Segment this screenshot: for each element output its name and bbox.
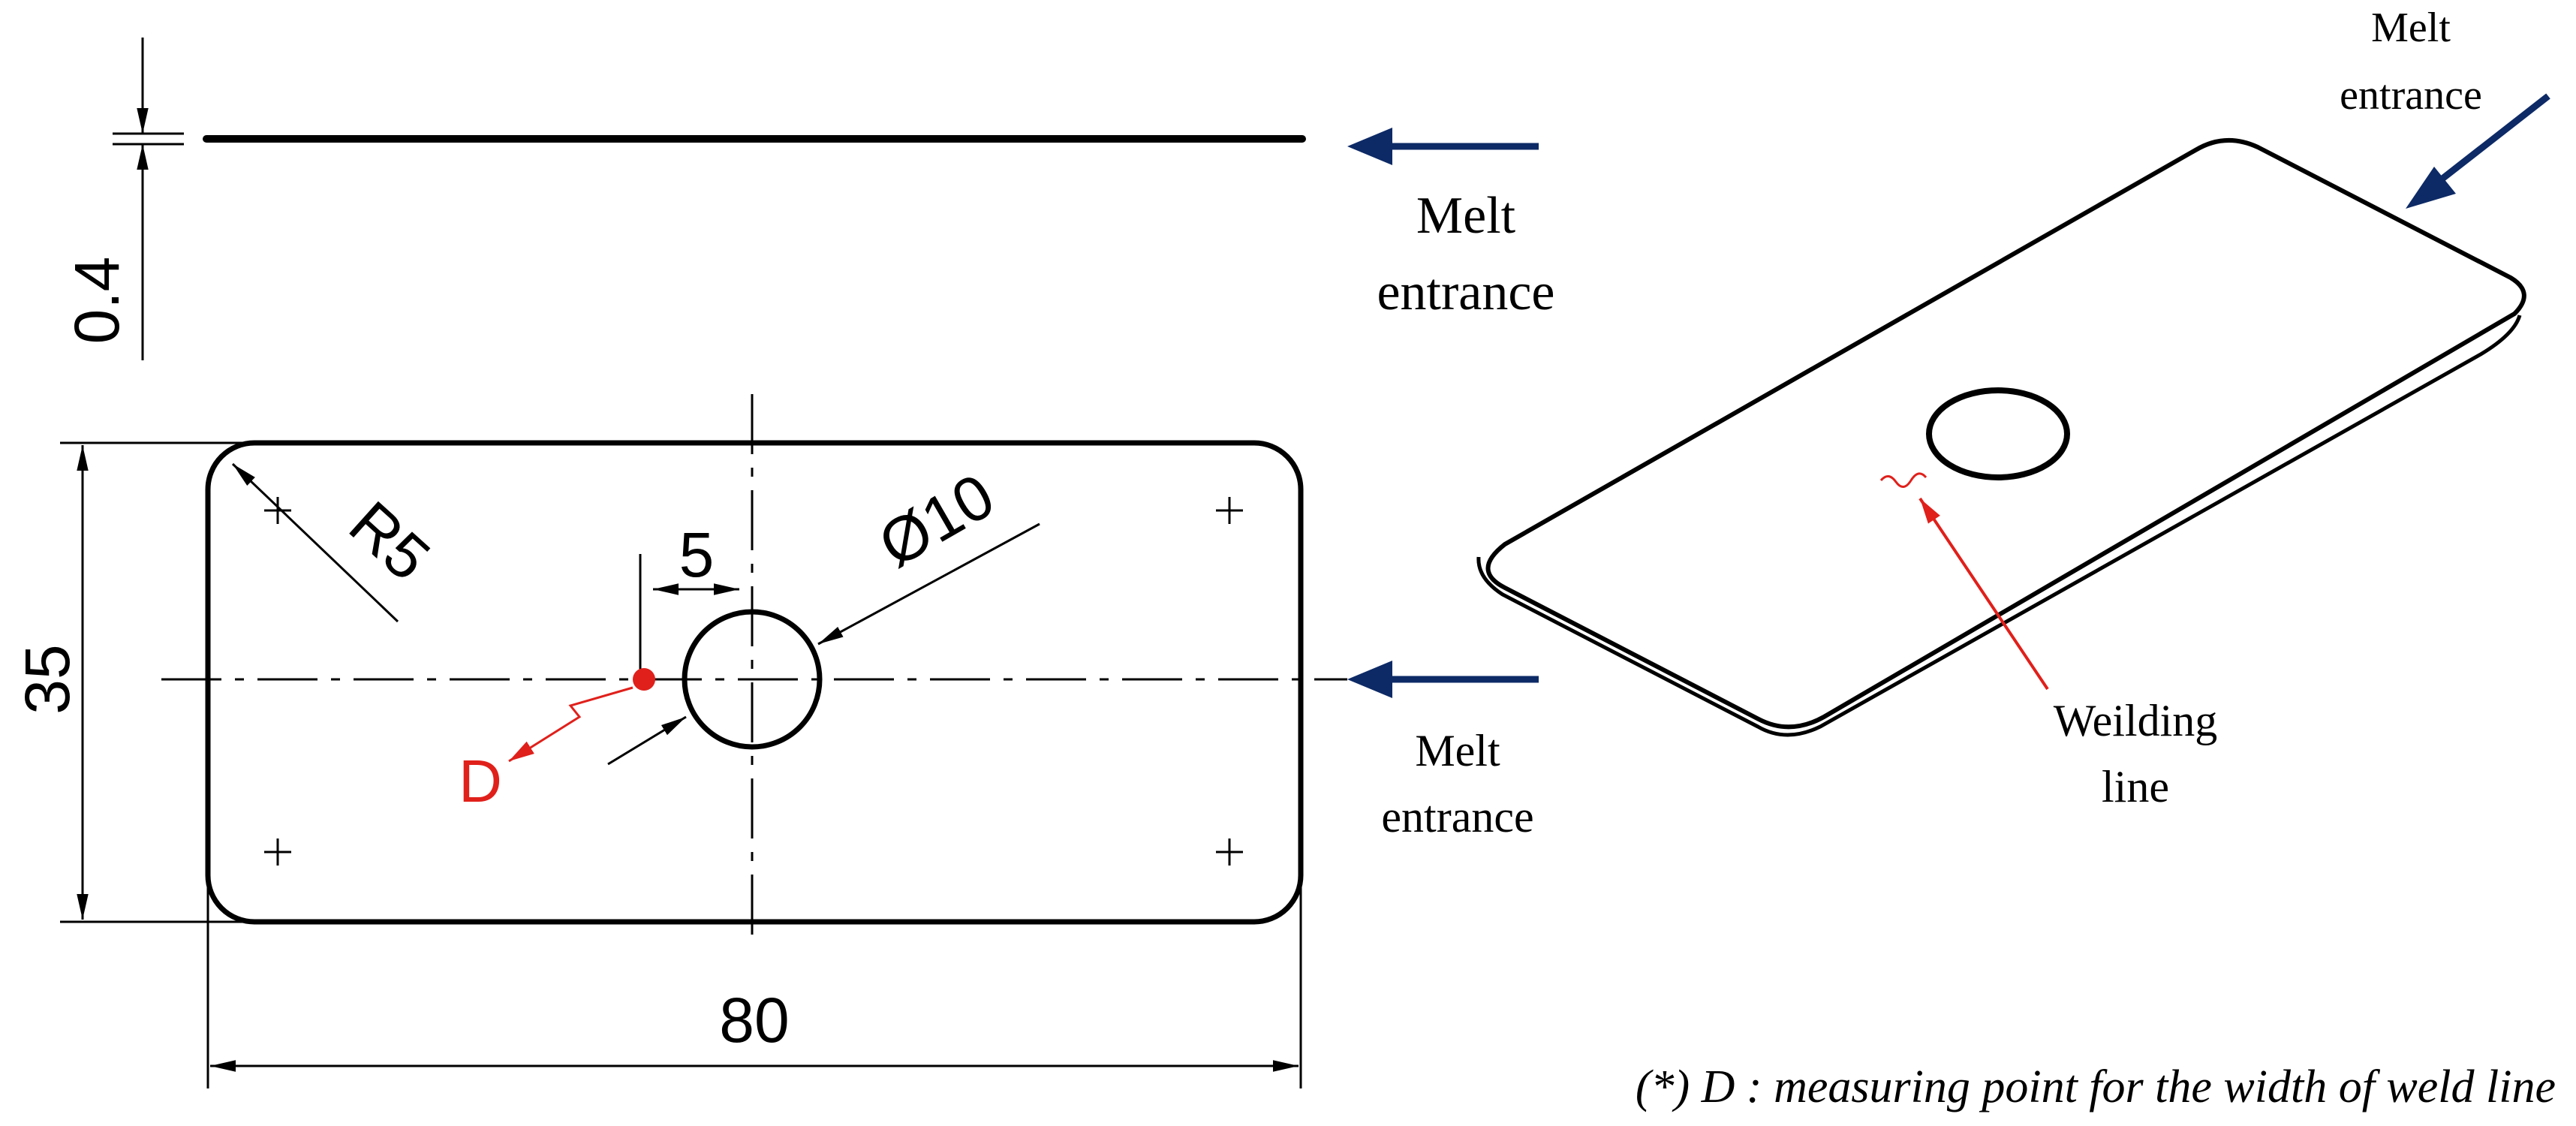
diameter-dimension: Ø10 <box>867 459 1006 580</box>
melt-entrance-arrowhead-middle <box>1347 661 1392 698</box>
thickness-dimension: 0.4 <box>62 257 132 345</box>
melt-entrance-mid-line1: Melt <box>1415 726 1500 775</box>
d-zigzag-leader <box>508 686 633 763</box>
length-dimension: 80 <box>719 985 789 1055</box>
melt-entrance-mid-line2: entrance <box>1381 792 1533 841</box>
melt-entrance-top: Melt entrance <box>1347 128 1555 321</box>
measuring-point-d <box>633 668 655 691</box>
corner-marks <box>264 497 1243 866</box>
welding-line-label-line1: Weilding <box>2054 696 2217 745</box>
iso-plate-underside <box>1476 315 2522 737</box>
radius-leader <box>231 462 399 623</box>
melt-entrance-top-line1: Melt <box>1416 187 1516 245</box>
offset-dimension: 5 <box>679 519 715 590</box>
melt-entrance-arrowhead-iso <box>2406 167 2456 209</box>
weld-line-pointer <box>1918 497 2049 691</box>
iso-plate-outline <box>1485 138 2526 730</box>
iso-center-hole <box>1926 387 2070 480</box>
height-dimension: 35 <box>12 644 83 714</box>
top-view: R5 5 Ø10 D 35 80 <box>12 394 1347 1088</box>
diameter-leader-lower <box>607 715 687 766</box>
melt-entrance-iso-line1: Melt <box>2371 5 2451 51</box>
melt-entrance-middle: Melt entrance <box>1347 661 1539 841</box>
side-view: 0.4 <box>62 38 1306 360</box>
diameter-leader-upper <box>817 522 1040 646</box>
isometric-view: Weilding line Melt entrance <box>1476 5 2550 811</box>
plate-outline <box>205 440 1304 925</box>
point-d-label: D <box>459 748 502 814</box>
melt-entrance-iso-line2: entrance <box>2340 72 2482 119</box>
weld-line-mark <box>1879 472 1927 488</box>
melt-entrance-arrowhead-top <box>1347 128 1392 165</box>
melt-entrance-top-line2: entrance <box>1377 263 1554 321</box>
footnote: (*) D : measuring point for the width of… <box>1636 1061 2556 1112</box>
melt-entrance-arrow-iso <box>2433 93 2550 187</box>
center-hole <box>682 609 823 750</box>
welding-line-label-line2: line <box>2102 762 2169 811</box>
